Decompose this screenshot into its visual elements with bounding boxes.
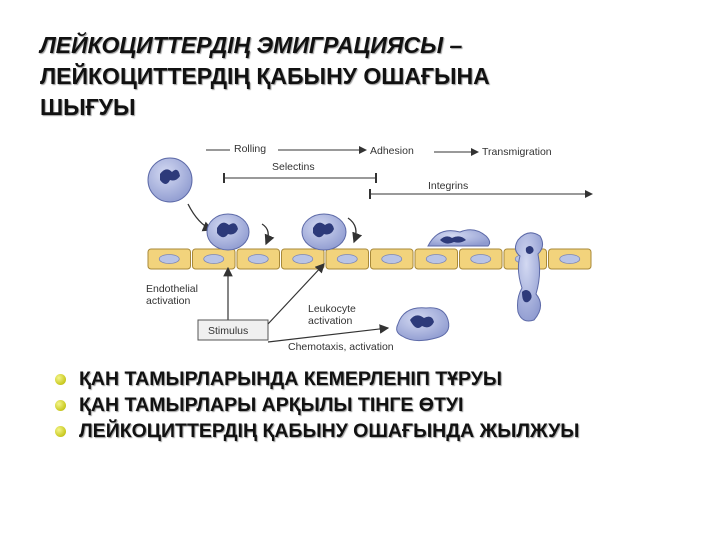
stimulus-box [197,319,269,341]
leukocyte-in-tissue [396,307,450,342]
bullet-text-2: ҚАН ТАМЫРЛАРЫ АРҚЫЛЫ ТІНГЕ ӨТУІ [79,394,464,416]
label-adhesion: Adhesion [370,145,414,157]
title-line-2: ЛЕЙКОЦИТТЕРДІҢ ҚАБЫНУ ОШАҒЫНА [40,63,490,89]
bullet-text-1: ҚАН ТАМЫРЛАРЫНДА КЕМЕРЛЕНІП ТҰРУЫ [79,368,502,390]
rolling-rotation-arrow [261,223,275,246]
title-line-1: ЛЕЙКОЦИТТЕРДІҢ ЭМИГРАЦИЯСЫ – [40,32,463,58]
leukocyte-emigration-diagram: Rolling Adhesion Transmigration Selectin… [146,143,593,353]
bullet-text-3: ЛЕЙКОЦИТТЕРДІҢ ҚАБЫНУ ОШАҒЫНДА ЖЫЛЖУЫ [79,420,580,442]
endothelial-nucleus [470,254,492,264]
label-leukocyte-activation-2: activation [308,315,353,327]
bullet-list: ҚАН ТАМЫРЛАРЫНДА КЕМЕРЛЕНІП ТҰРУЫ ҚАН ТА… [55,366,675,444]
endothelial-nucleus [292,254,314,264]
stimulus-to-leukocyte-arrow [267,263,325,325]
bullet-item-2: ҚАН ТАМЫРЛАРЫ АРҚЫЛЫ ТІНГЕ ӨТУІ [55,392,675,418]
endothelial-nucleus [158,254,180,264]
bullet-item-1: ҚАН ТАМЫРЛАРЫНДА КЕМЕРЛЕНІП ТҰРУЫ [55,366,675,392]
bullet-item-3: ЛЕЙКОЦИТТЕРДІҢ ҚАБЫНУ ОШАҒЫНДА ЖЫЛЖУЫ [55,418,675,444]
adhesion-arrow [347,217,363,244]
stimulus-to-tissue-cell-arrow [267,324,390,343]
leukocyte-transmigrating [514,232,544,322]
endothelial-nucleus [203,254,225,264]
leukocyte-adherent-1 [206,213,250,251]
label-integrins: Integrins [428,180,468,192]
bullet-dot-icon [55,374,66,385]
bullet-dot-icon [55,426,66,437]
label-endothelial-activation-2: activation [146,295,191,307]
label-endothelial-activation-1: Endothelial [146,283,198,295]
label-selectins: Selectins [272,161,315,173]
leukocyte-rolling [147,157,193,203]
slide-title: ЛЕЙКОЦИТТЕРДІҢ ЭМИГРАЦИЯСЫ – ЛЕЙКОЦИТТЕР… [40,30,680,123]
leukocyte-adherent-2 [301,213,347,251]
label-rolling: Rolling [234,143,266,155]
bullet-dot-icon [55,400,66,411]
endothelial-nucleus [425,254,447,264]
endothelial-nucleus [559,254,581,264]
label-transmigration: Transmigration [482,146,552,158]
title-line-3: ШЫҒУЫ [40,94,136,120]
label-leukocyte-activation-1: Leukocyte [308,303,356,315]
endothelial-nucleus [381,254,403,264]
label-chemotaxis: Chemotaxis, activation [288,341,394,353]
endothelial-nucleus [247,254,269,264]
endothelial-nucleus [336,254,358,264]
endothelium-layer [147,248,592,270]
leukocyte-flattened [427,229,491,247]
label-stimulus: Stimulus [208,325,248,337]
